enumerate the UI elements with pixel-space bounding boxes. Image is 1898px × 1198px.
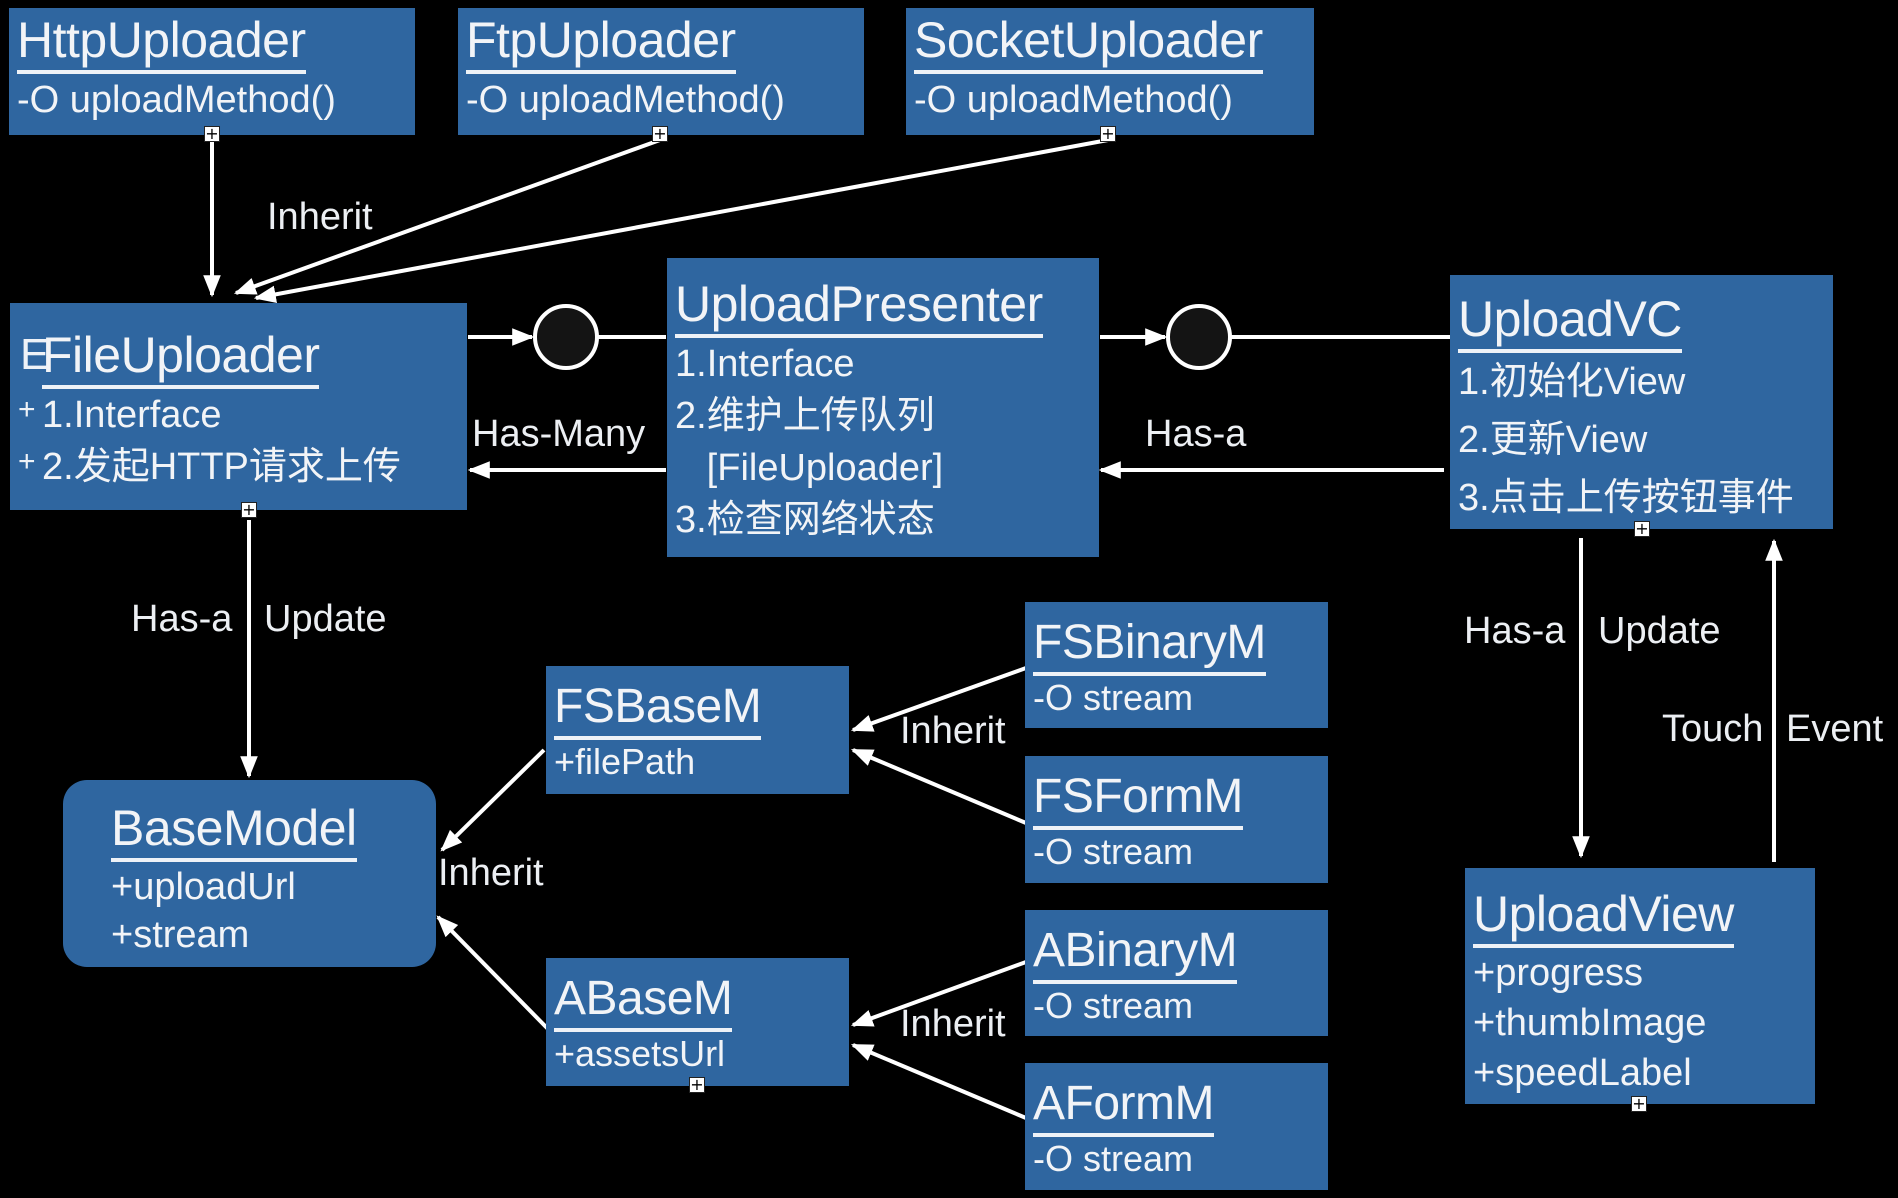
class-title: SocketUploader xyxy=(914,12,1263,74)
edge-label-update: Update xyxy=(1598,610,1721,652)
class-member: -O uploadMethod() xyxy=(17,79,336,121)
edge-label-inherit: Inherit xyxy=(267,196,373,238)
class-a-form-m[interactable]: AFormM -O stream xyxy=(1025,1063,1328,1190)
class-title: UploadPresenter xyxy=(675,276,1043,338)
class-title: BaseModel xyxy=(111,800,357,862)
class-member: [FileUploader] xyxy=(675,447,944,489)
class-member: 2.发起HTTP请求上传 xyxy=(42,446,401,488)
class-fs-base-m[interactable]: FSBaseM +filePath xyxy=(546,666,849,794)
class-member: +stream xyxy=(111,914,250,956)
class-fs-binary-m[interactable]: FSBinaryM -O stream xyxy=(1025,602,1328,728)
class-member: 3.点击上传按钮事件 xyxy=(1458,477,1794,519)
class-member: +filePath xyxy=(554,741,696,782)
class-upload-vc[interactable]: UploadVC 1.初始化View 2.更新View 3.点击上传按钮事件 xyxy=(1450,275,1833,529)
class-title: FSFormM xyxy=(1033,770,1243,830)
class-upload-view[interactable]: UploadView +progress +thumbImage +speedL… xyxy=(1465,868,1815,1104)
class-member: 2.更新View xyxy=(1458,419,1648,461)
edge-label-update: Update xyxy=(264,598,387,640)
class-title: ABinaryM xyxy=(1033,924,1238,984)
class-base-model[interactable]: BaseModel +uploadUrl +stream xyxy=(63,780,436,967)
presenter-interface-lollipop xyxy=(533,304,599,370)
aform-to-abase-edge xyxy=(850,1043,1027,1120)
inherit-socket-to-file-edge xyxy=(253,138,1109,304)
class-member: -O stream xyxy=(1033,677,1194,718)
edge-label-has-many: Has-Many xyxy=(472,413,646,455)
edge-label-has-a: Has-a xyxy=(1145,413,1247,455)
class-ftp-uploader[interactable]: FtpUploader -O uploadMethod() xyxy=(458,8,864,135)
class-http-uploader[interactable]: HttpUploader -O uploadMethod() xyxy=(9,8,415,135)
class-fs-form-m[interactable]: FSFormM -O stream xyxy=(1025,756,1328,883)
edge-label-touch: Touch xyxy=(1662,708,1764,750)
expand-toggle-icon[interactable]: + xyxy=(1631,1094,1647,1113)
class-member: 2.维护上传队列 xyxy=(675,395,935,437)
expand-toggle-icon[interactable]: + xyxy=(652,124,668,143)
class-member: 1.初始化View xyxy=(1458,361,1686,403)
fsform-to-fsbase-edge xyxy=(850,748,1027,825)
edge-label-event: Event xyxy=(1786,708,1884,750)
edge-label-has-a: Has-a xyxy=(1464,610,1566,652)
class-title: ABaseM xyxy=(554,972,733,1032)
abase-to-basemodel-edge xyxy=(436,915,551,1032)
class-title: UploadView xyxy=(1473,886,1734,948)
class-upload-presenter[interactable]: UploadPresenter 1.Interface 2.维护上传队列 [Fi… xyxy=(667,258,1099,557)
vc-interface-lollipop xyxy=(1166,304,1232,370)
edge-label-has-a: Has-a xyxy=(131,598,233,640)
class-member: 1.Interface xyxy=(675,343,855,385)
class-title: FSBaseM xyxy=(554,680,762,740)
expand-toggle-icon[interactable]: + xyxy=(241,500,257,519)
class-member: +uploadUrl xyxy=(111,866,296,908)
class-member: +progress xyxy=(1473,952,1644,994)
class-member: -O uploadMethod() xyxy=(466,79,785,121)
class-title: FileUploader xyxy=(42,327,320,389)
class-member: +thumbImage xyxy=(1473,1002,1707,1044)
fsbinary-to-fsbase-edge xyxy=(850,666,1027,732)
fsbase-to-basemodel-edge xyxy=(440,748,546,852)
class-a-binary-m[interactable]: ABinaryM -O stream xyxy=(1025,910,1328,1036)
class-member: +speedLabel xyxy=(1473,1052,1692,1094)
class-title: HttpUploader xyxy=(17,12,306,74)
class-title: FtpUploader xyxy=(466,12,736,74)
abinary-to-abase-edge xyxy=(850,960,1027,1027)
clipped-glyph: + xyxy=(18,445,36,478)
expand-toggle-icon[interactable]: + xyxy=(1100,124,1116,143)
class-file-uploader[interactable]: FileUploader 1.Interface 2.发起HTTP请求上传 xyxy=(10,303,467,510)
class-title: UploadVC xyxy=(1458,291,1682,353)
class-socket-uploader[interactable]: SocketUploader -O uploadMethod() xyxy=(906,8,1314,135)
expand-toggle-icon[interactable]: + xyxy=(1634,519,1650,538)
edge-label-inherit: Inherit xyxy=(900,1003,1006,1045)
inherit-ftp-to-file-edge xyxy=(233,138,661,295)
edge-label-inherit: Inherit xyxy=(438,852,544,894)
edge-label-inherit: Inherit xyxy=(900,710,1006,752)
class-member: 3.检查网络状态 xyxy=(675,499,935,541)
class-member: +assetsUrl xyxy=(554,1033,726,1074)
class-title: FSBinaryM xyxy=(1033,616,1266,676)
class-member: -O uploadMethod() xyxy=(914,79,1233,121)
class-member: 1.Interface xyxy=(42,394,222,436)
expand-toggle-icon[interactable]: + xyxy=(204,124,220,143)
class-member: -O stream xyxy=(1033,831,1194,872)
class-a-base-m[interactable]: ABaseM +assetsUrl xyxy=(546,958,849,1086)
class-member: -O stream xyxy=(1033,1138,1194,1179)
expand-toggle-icon[interactable]: + xyxy=(689,1075,705,1094)
class-title: AFormM xyxy=(1033,1077,1214,1137)
class-member: -O stream xyxy=(1033,985,1194,1026)
clipped-glyph: E xyxy=(20,330,50,379)
clipped-glyph: + xyxy=(18,393,36,426)
